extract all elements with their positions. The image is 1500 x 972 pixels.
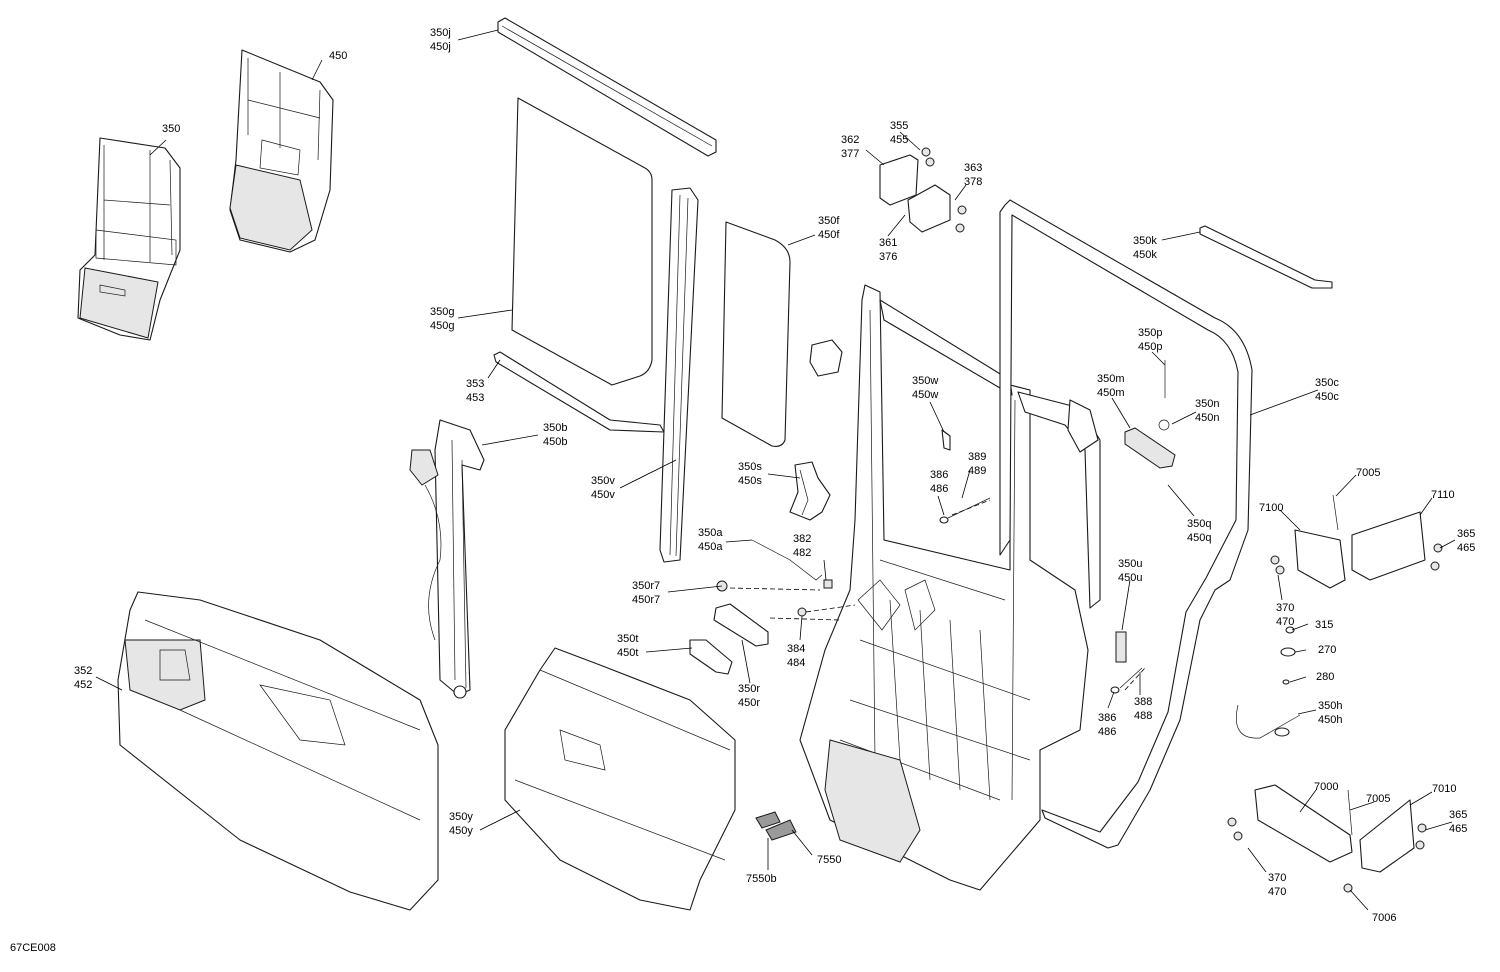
washer-386: [939, 516, 949, 524]
clip-350w: [941, 429, 951, 451]
bolt-388: [1119, 667, 1143, 689]
callout: 270: [1318, 644, 1336, 656]
ground-strap-350h: [1236, 626, 1301, 739]
callout: 7006: [1372, 912, 1396, 924]
door-assembly-450: [229, 49, 334, 253]
strip-350k: [1199, 225, 1333, 289]
rod-350a: [751, 539, 823, 581]
washer-386b: [1110, 686, 1120, 694]
channel-350v: [659, 187, 699, 563]
window-regulator-350b: [409, 419, 485, 699]
pad-350u: [1115, 631, 1127, 663]
callout: 315: [1315, 619, 1333, 631]
hinge-7100: [1270, 494, 1443, 589]
callout: 7110: [1431, 489, 1455, 501]
callout: 450: [329, 50, 347, 62]
callout: 7550: [817, 854, 841, 866]
seal-353: [493, 351, 665, 433]
latch-350s: [789, 461, 831, 521]
hinge-362: [879, 147, 967, 233]
callout: 7005: [1356, 467, 1380, 479]
seal-350c: [999, 199, 1253, 849]
door-frame-main: [799, 284, 1101, 891]
callout: 7000: [1314, 781, 1338, 793]
outer-panel-350y: [504, 647, 736, 911]
grille-350m: [1124, 427, 1176, 469]
door-assembly-350: [77, 137, 181, 341]
leader-lines: [95, 29, 1456, 911]
bracket: [809, 339, 843, 377]
clip-384: [797, 607, 807, 617]
handle-350r: [689, 580, 769, 675]
callout: 7005: [1366, 793, 1390, 805]
callout: 7550b: [746, 873, 777, 885]
clip-350n: [1158, 419, 1170, 431]
glass-panel-350f: [721, 221, 791, 447]
figure-id: 67CE008: [10, 942, 56, 954]
hinge-7000: [1227, 784, 1427, 893]
callout: 350: [162, 123, 180, 135]
top-strip-350j: [497, 17, 717, 157]
glass-panel-350g: [511, 97, 653, 386]
callout: 7010: [1432, 783, 1456, 795]
callout: 7100: [1259, 502, 1283, 514]
clip-382: [823, 579, 833, 589]
trim-panel-352: [117, 591, 439, 911]
callout: 280: [1316, 671, 1334, 683]
keys-7550: [755, 811, 797, 841]
part-illustrations: [77, 17, 1443, 911]
